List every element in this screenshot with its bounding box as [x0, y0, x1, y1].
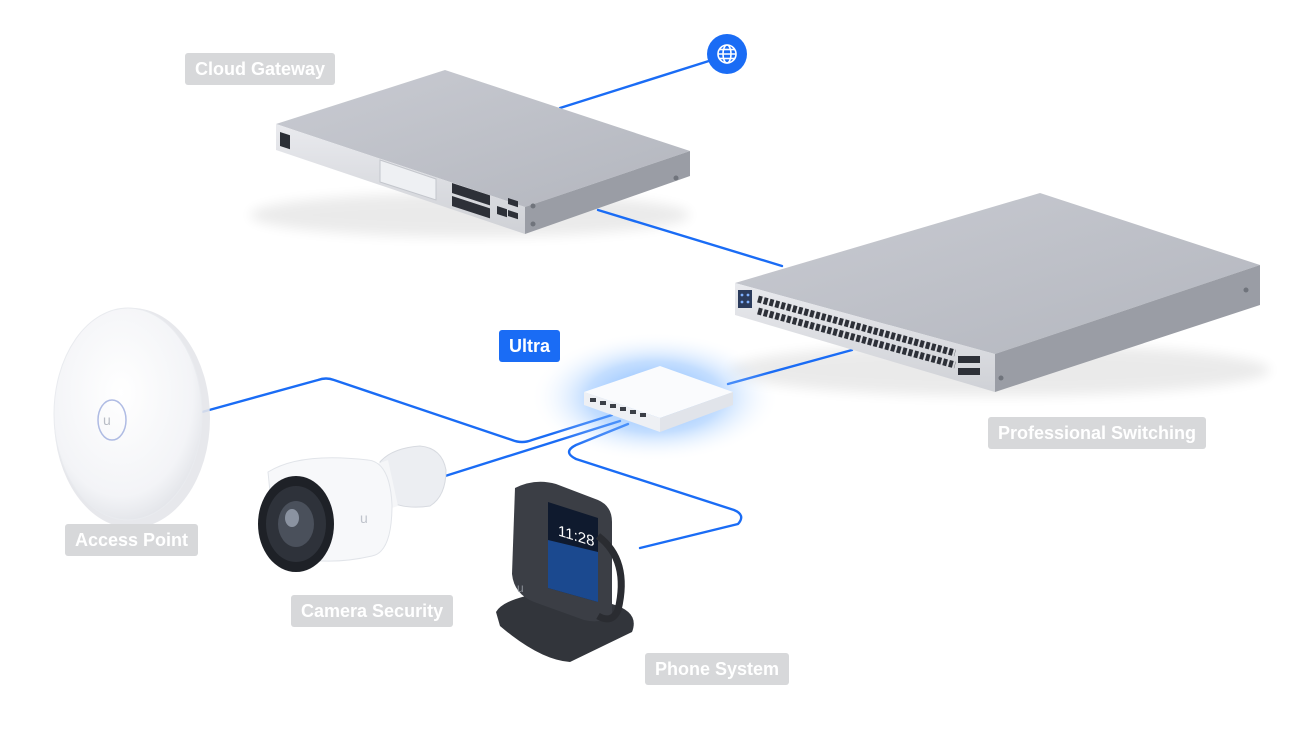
- access-point-label: Access Point: [65, 524, 199, 556]
- cloud-gateway-label: Cloud Gateway: [185, 53, 336, 85]
- cable-ultra-access-point: [200, 377, 614, 444]
- cable-gateway-switch: [596, 208, 784, 268]
- cable-ultra-phone: [567, 422, 743, 550]
- cable-gateway-internet: [558, 58, 714, 110]
- camera-device: u: [258, 445, 447, 572]
- svg-text:u: u: [360, 510, 368, 526]
- svg-text:u: u: [517, 581, 524, 595]
- access-point-device: u: [53, 307, 210, 528]
- globe-icon: [717, 44, 737, 64]
- svg-text:u: u: [103, 412, 111, 428]
- camera-security-label: Camera Security: [291, 595, 454, 627]
- internet-globe-icon: [707, 34, 747, 74]
- phone-system-label: Phone System: [645, 653, 790, 685]
- ultra-switch-device: [584, 366, 733, 432]
- ultra-label: Ultra: [499, 330, 561, 362]
- professional-switching-label: Professional Switching: [988, 417, 1207, 449]
- phone-device: u: [496, 481, 634, 662]
- cloud-gateway-device: [276, 70, 690, 234]
- professional-switch-device: [735, 193, 1260, 392]
